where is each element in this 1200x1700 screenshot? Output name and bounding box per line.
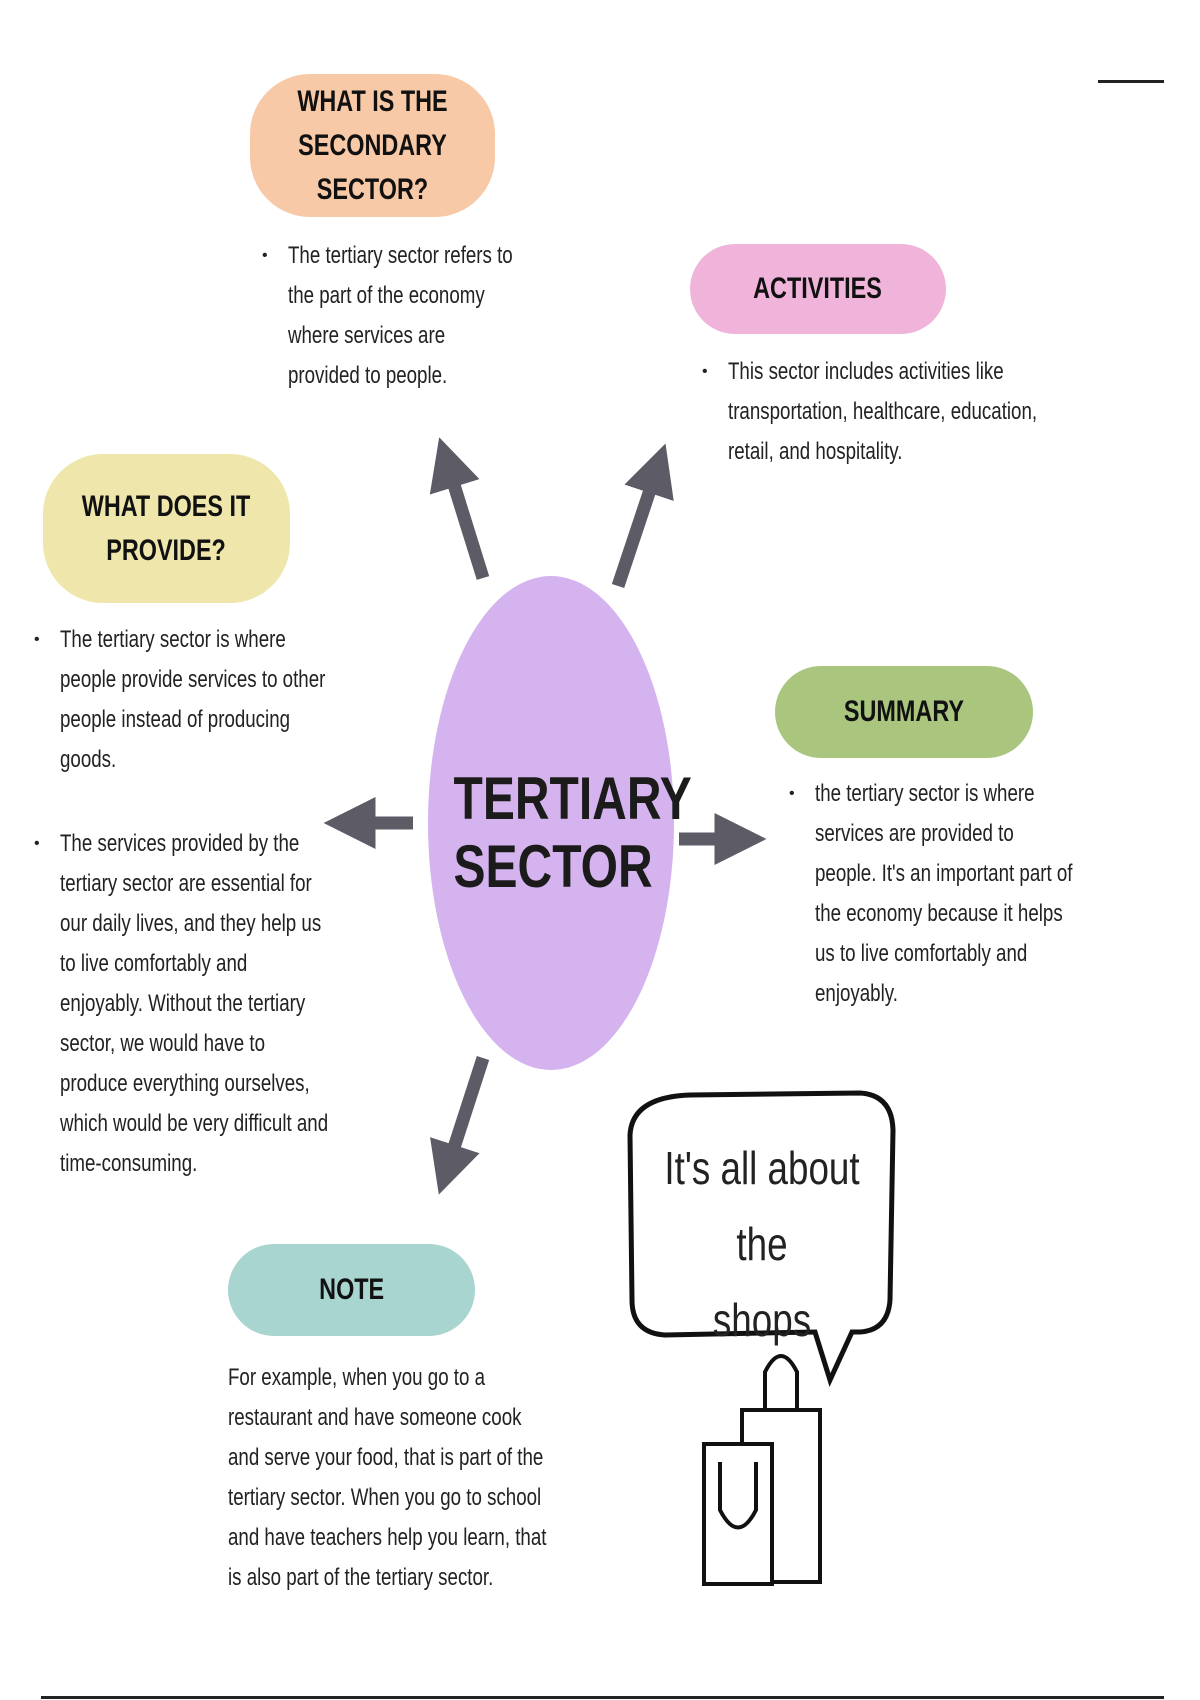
text-line: retail, and hospitality.	[728, 438, 903, 465]
center-title-line2: SECTOR	[453, 833, 653, 900]
bubble-line1: It's all about the	[664, 1142, 860, 1270]
center-circle	[428, 576, 674, 1070]
text-line: This sector includes activities like	[728, 358, 1004, 385]
text-line: our daily lives, and they help us	[60, 910, 322, 937]
text-line: people provide services to other	[60, 666, 326, 693]
shopping-bag-icon	[702, 1354, 822, 1586]
text-line: where services are	[288, 322, 446, 349]
text-line: goods.	[60, 746, 117, 773]
bullet: •	[789, 785, 795, 802]
bottom-rule	[41, 1696, 1164, 1699]
text-line: transportation, healthcare, education,	[728, 398, 1038, 425]
text-line: tertiary sector are essential for	[60, 870, 312, 897]
text-line: The tertiary sector is where	[60, 626, 286, 653]
text-line: restaurant and have someone cook	[228, 1404, 522, 1431]
text-line: is also part of the tertiary sector.	[228, 1564, 494, 1591]
text-line: enjoyably.	[815, 980, 898, 1007]
provide-pill: WHAT DOES IT PROVIDE?	[43, 454, 290, 603]
secondary-sector-text: • The tertiary sector refers to the part…	[262, 236, 576, 396]
bullet: •	[34, 835, 40, 852]
text-line: The services provided by the	[60, 830, 300, 857]
text-line: to live comfortably and	[60, 950, 248, 977]
text-line: time-consuming.	[60, 1150, 198, 1177]
summary-text: • the tertiary sector is where services …	[789, 774, 1145, 1014]
speech-bubble-text: It's all about the shops	[632, 1130, 892, 1358]
text-line: the economy because it helps	[815, 900, 1063, 927]
text-line: For example, when you go to a	[228, 1364, 486, 1391]
activities-title: ACTIVITIES	[753, 272, 883, 305]
note-title: NOTE	[318, 1273, 385, 1306]
activities-text: • This sector includes activities like t…	[702, 352, 1124, 472]
bullet: •	[262, 247, 268, 264]
text-line: The tertiary sector refers to	[288, 242, 513, 269]
arrow-up-right	[611, 443, 674, 589]
text-line: sector, we would have to	[60, 1030, 266, 1057]
text-line: the part of the economy	[288, 282, 485, 309]
secondary-sector-pill: WHAT IS THE SECONDARY SECTOR?	[250, 74, 495, 217]
text-line: and have teachers help you learn, that	[228, 1524, 547, 1551]
text-line: services are provided to	[815, 820, 1014, 847]
activities-pill: ACTIVITIES	[690, 244, 946, 334]
note-pill: NOTE	[228, 1244, 475, 1336]
text-line: and serve your food, that is part of the	[228, 1444, 544, 1471]
bullet: •	[702, 363, 708, 380]
text-line: people. It's an important part of	[815, 860, 1073, 887]
provide-title: WHAT DOES IT PROVIDE?	[82, 489, 251, 567]
text-line: us to live comfortably and	[815, 940, 1028, 967]
text-line: people instead of producing	[60, 706, 291, 733]
text-line: the tertiary sector is where	[815, 780, 1035, 807]
text-line: produce everything ourselves,	[60, 1070, 310, 1097]
text-line: enjoyably. Without the tertiary	[60, 990, 306, 1017]
top-right-dash	[1098, 80, 1164, 83]
text-line: provided to people.	[288, 362, 448, 389]
summary-title: SUMMARY	[843, 695, 965, 728]
text-line: tertiary sector. When you go to school	[228, 1484, 542, 1511]
secondary-sector-title: WHAT IS THE SECONDARY SECTOR?	[297, 84, 448, 206]
arrow-down-left	[430, 1055, 490, 1195]
text-line: which would be very difficult and	[60, 1110, 329, 1137]
speech-bubble	[627, 1090, 896, 1387]
center-title-line1: TERTIARY	[453, 765, 692, 832]
arrow-up-left	[429, 437, 490, 580]
note-text: For example, when you go to a restaurant…	[228, 1358, 636, 1598]
bullet: •	[34, 631, 40, 648]
bubble-line2: shops	[712, 1294, 812, 1346]
summary-pill: SUMMARY	[775, 666, 1033, 758]
provide-text: • The tertiary sector is where people pr…	[34, 620, 404, 1184]
